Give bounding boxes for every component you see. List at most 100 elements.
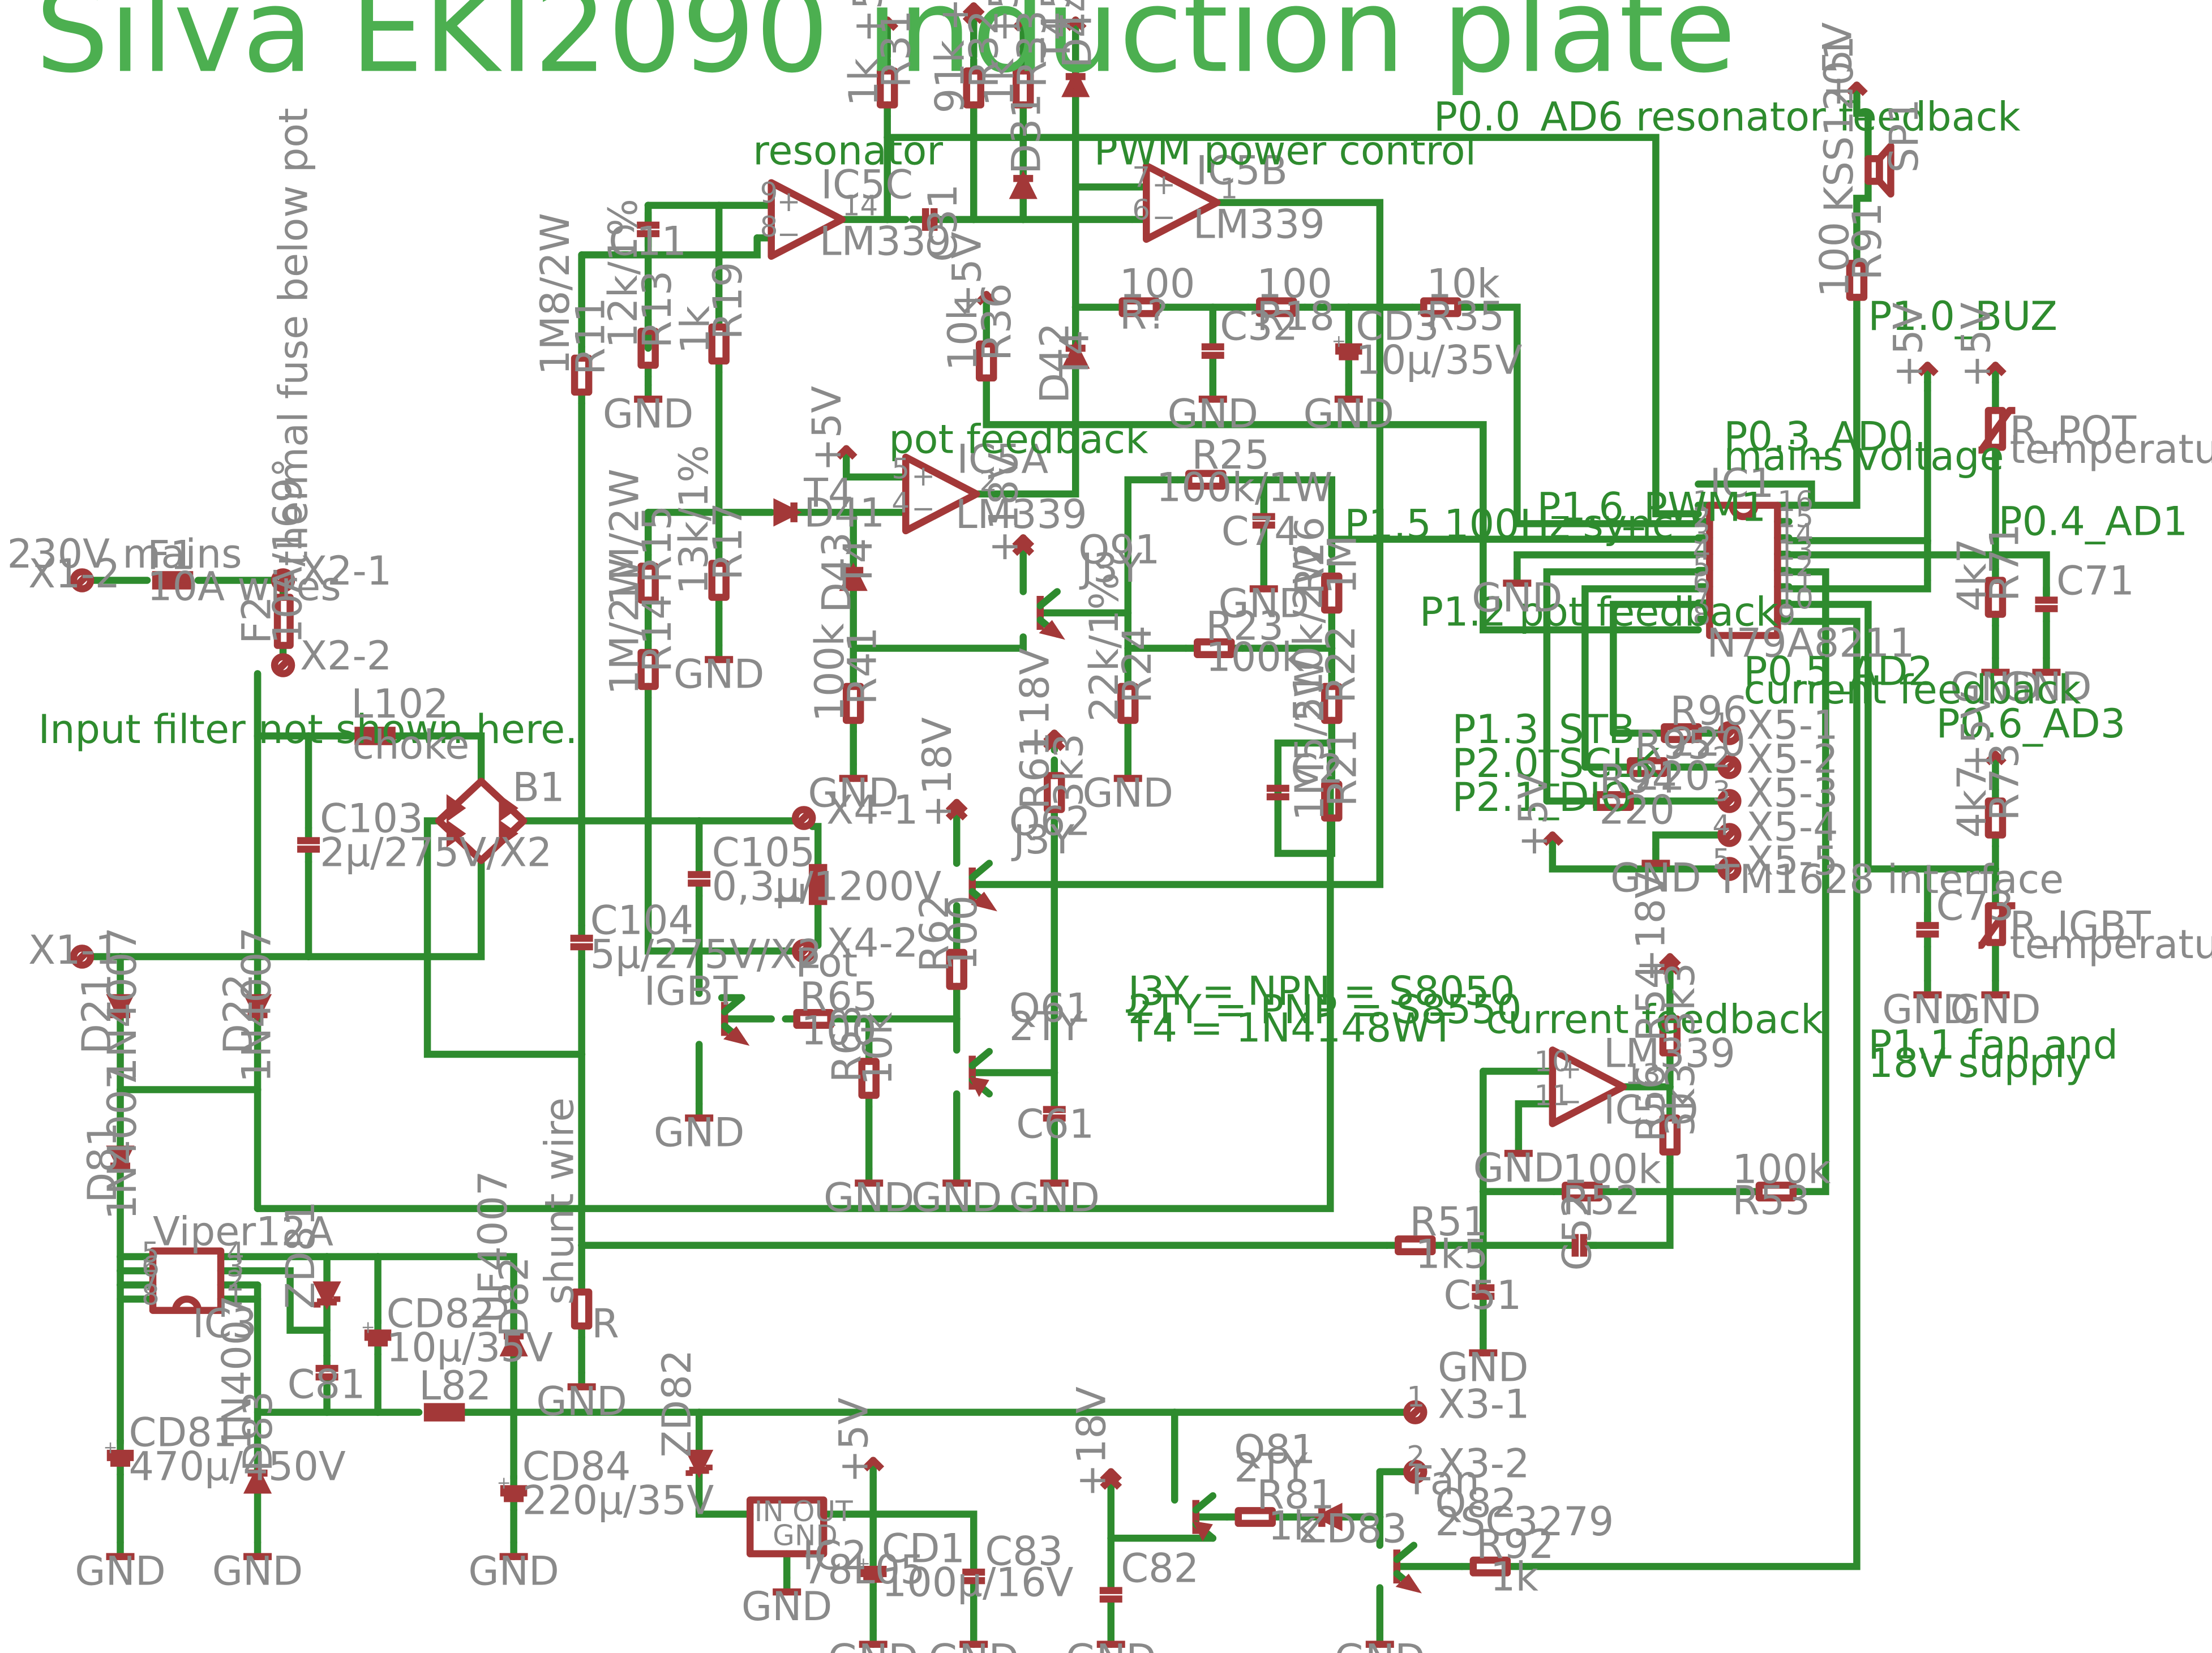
label-zd82-185: ZD82 [654, 1350, 700, 1458]
resistor-r33 [1012, 67, 1034, 109]
supply-5v [1541, 831, 1564, 846]
label-p20-140: P2.0_SCLK [1452, 740, 1661, 787]
cap-cd3: + [1332, 332, 1362, 360]
resistor-r22 [1321, 682, 1343, 724]
junction [254, 1086, 262, 1094]
resistor-r17 [708, 560, 730, 601]
label-v220-149: 220 [1599, 787, 1675, 833]
junction [1260, 476, 1268, 484]
label-lm339-81: LM339 [955, 491, 1087, 538]
components: +−+−++−+−++++ [70, 2, 2061, 1648]
supply-5v [1917, 362, 1939, 376]
label-f1-0: F1 [147, 532, 195, 578]
junction [1923, 865, 1931, 873]
svg-text:9: 9 [760, 177, 778, 209]
junction [1328, 535, 1336, 543]
junction [117, 1086, 125, 1094]
svg-text:+: + [104, 1438, 118, 1458]
wire-74 [1051, 201, 1384, 888]
wire-135 [1465, 303, 1702, 527]
label-v1k5-166: 1k5 [1415, 1231, 1489, 1278]
wire-347 [695, 1466, 754, 1518]
opamp-ic5c: +− [768, 179, 846, 260]
label-ic5a-80: IC5A [957, 436, 1048, 482]
junction [117, 1253, 125, 1261]
coil-l [808, 864, 828, 905]
supply-18v-label: +18V [931, 0, 978, 31]
opamp-ic5b: +− [1143, 162, 1221, 243]
svg-text:6: 6 [1132, 194, 1150, 226]
label-v10k-77: 10k [940, 297, 986, 371]
label-x21-2: X2-1 [300, 548, 392, 594]
svg-text:2: 2 [1692, 501, 1711, 534]
supply-5v [835, 445, 858, 460]
cap-c32 [1201, 343, 1224, 359]
resistor-r14 [637, 649, 659, 690]
diode-d41 [773, 498, 802, 527]
gnd-label: GND [1335, 1636, 1426, 1653]
label-c31-53: C31 [920, 184, 966, 262]
label-zd83-199: ZD83 [1299, 1506, 1407, 1552]
label-r53-164: R53 [1732, 1178, 1810, 1224]
svg-text:+: + [1152, 168, 1176, 201]
label-t4-83: T4 [803, 470, 853, 516]
label-twoty-41: 2TY [1009, 1003, 1083, 1050]
label-p05a-137: P0.5_AD2 [1743, 648, 1933, 694]
resistor-r13 [637, 328, 659, 369]
junction [695, 817, 703, 825]
diode-d81 [106, 1145, 135, 1174]
label-c81-172: C81 [288, 1362, 366, 1408]
label-q62-36: Q62 [1009, 798, 1091, 845]
junction [1479, 1242, 1487, 1250]
supply-5v [1845, 81, 1868, 96]
label-v100k-163: 100k [1732, 1147, 1831, 1193]
svg-text:7: 7 [1132, 161, 1150, 194]
label-r23-104: R23 [1206, 603, 1284, 649]
thermistor-rpot [1978, 407, 2016, 454]
label-p06-129: P0.6_AD3 [1936, 701, 2125, 747]
wire-39 [808, 823, 822, 871]
junction [510, 1409, 518, 1416]
diode-d82 [499, 1328, 528, 1356]
label-d31-60: D31 [1004, 93, 1050, 174]
svg-text:4: 4 [226, 1236, 245, 1269]
svg-text:−: − [1558, 1085, 1582, 1118]
label-x55-152: X5-5 [1746, 838, 1838, 885]
label-v100k-161: 100k [1562, 1147, 1661, 1193]
cap-c11 [637, 221, 660, 238]
label-pwm-66: PWM power control [1094, 127, 1476, 174]
label-x51-144: X5-1 [1746, 702, 1838, 748]
junction [117, 1267, 125, 1275]
svg-text:7: 7 [142, 1265, 160, 1298]
wire-145 [972, 489, 1079, 498]
legend-pnp: 2TY = PNP = S8550 [1128, 986, 1522, 1033]
wire-281 [1549, 848, 1725, 873]
svg-text:2: 2 [1407, 1440, 1425, 1473]
supply-5v [1064, 16, 1087, 31]
resistor-r23 [1194, 638, 1235, 658]
gnd-label: GND [1473, 1145, 1564, 1191]
cap-c52 [1571, 1234, 1588, 1257]
svg-text:13: 13 [1624, 1058, 1661, 1091]
terminal-x5-5 [1717, 857, 1742, 881]
label-r73-130: R73 [1981, 743, 2027, 821]
label-v1k-59: 1k [976, 58, 1023, 106]
resistor-r96 [1661, 723, 1702, 743]
label-r18-71: R18 [1257, 293, 1335, 340]
wire-216 [1695, 480, 1815, 509]
resistor-r11 [571, 354, 593, 396]
label-r63-34: R63 [824, 1004, 870, 1083]
label-potfb-82: pot feedback [889, 416, 1148, 462]
diode-d42 [1061, 340, 1090, 369]
gnd-label: GND [824, 1175, 915, 1221]
cap-c83 [962, 1568, 985, 1585]
supply-5v-label: +5V [845, 0, 891, 42]
wire-175 [1124, 476, 1181, 617]
label-x41-27: X4-1 [826, 787, 918, 833]
supply-18v [1658, 953, 1681, 975]
gnd-label: GND [928, 1636, 1019, 1653]
terminal-x2-2 [271, 653, 295, 677]
resistor-r71 [1984, 577, 2007, 618]
label-r32-56: R32 [961, 10, 1008, 88]
wire-140 [983, 385, 1702, 634]
